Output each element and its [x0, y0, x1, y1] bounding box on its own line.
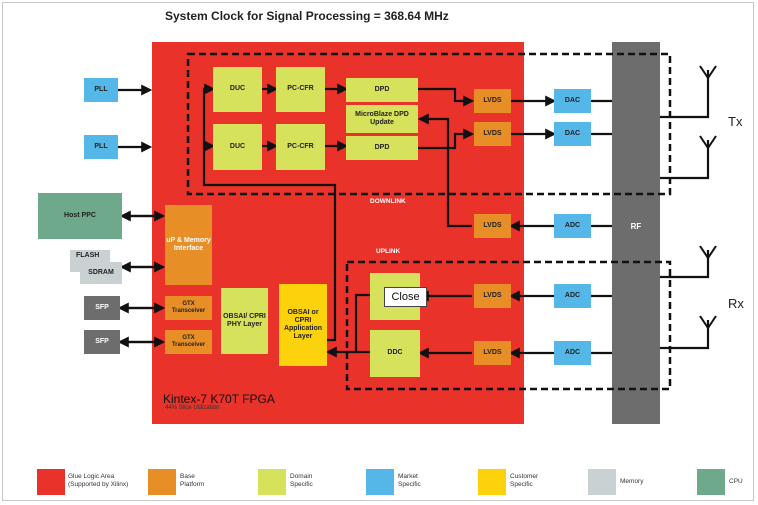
legend-swatch-customer: [478, 469, 506, 495]
dac-block-1: DAC: [554, 89, 591, 113]
gtx-transceiver-2: GTX Transceiver: [165, 330, 212, 354]
legend-label-domain: Domain Specific: [290, 473, 313, 489]
lvds-adc-1: LVDS: [474, 214, 511, 238]
legend-label-market: Market Specific: [398, 473, 421, 489]
dpd-block-1: DPD: [346, 78, 418, 102]
downlink-label: DOWNLINK: [370, 198, 406, 205]
legend-swatch-base: [148, 469, 176, 495]
legend-label-base: Base Platform: [180, 473, 205, 489]
sfp-block-1: SFP: [84, 296, 120, 320]
lvds-dac-2: LVDS: [474, 122, 511, 146]
legend-label-memory: Memory: [620, 478, 644, 485]
legend-label-glue: Glue Logic Area (Supported by Xilinx): [68, 473, 129, 489]
adc-block-2: ADC: [554, 284, 591, 308]
fpga-utilization: 44% Slice Utilization: [165, 405, 220, 411]
ddc-block-2: DDC: [370, 330, 420, 377]
legend-swatch-domain: [258, 469, 286, 495]
gtx-transceiver-1: GTX Transceiver: [165, 296, 212, 320]
sfp-block-2: SFP: [84, 330, 120, 354]
host-ppc-block: Host PPC: [38, 193, 122, 239]
microblaze-block: MicroBlaze DPD Update: [346, 105, 418, 133]
sdram-block: SDRAM: [80, 262, 122, 284]
dpd-block-2: DPD: [346, 136, 418, 160]
legend-swatch-glue: [37, 469, 65, 495]
adc-block-3: ADC: [554, 341, 591, 365]
rx-label: Rx: [728, 296, 744, 311]
legend-label-customer: Customer Specific: [510, 473, 539, 489]
pll-block-1: PLL: [84, 78, 118, 102]
up-memory-interface-block: uP & Memory Interface: [165, 205, 212, 285]
rf-label: RF: [630, 222, 642, 232]
duc-block-1: DUC: [213, 67, 262, 112]
dac-block-2: DAC: [554, 122, 591, 146]
diagram-title: System Clock for Signal Processing = 368…: [165, 9, 449, 23]
rf-block: [612, 42, 660, 424]
pccfr-block-2: PC-CFR: [276, 124, 325, 170]
tx-label: Tx: [728, 114, 743, 129]
legend-label-cpu: CPU: [729, 478, 743, 485]
lvds-adc-3: LVDS: [474, 341, 511, 365]
obsai-application-block: OBSAI or CPRI Application Layer: [279, 284, 327, 366]
adc-block-1: ADC: [554, 214, 591, 238]
legend-swatch-memory: [588, 469, 616, 495]
pccfr-block-1: PC-CFR: [276, 67, 325, 112]
uplink-label: UPLINK: [376, 248, 401, 255]
legend-swatch-cpu: [697, 469, 725, 495]
lvds-dac-1: LVDS: [474, 89, 511, 113]
obsai-phy-block: OBSAI/ CPRI PHY Layer: [221, 288, 268, 354]
close-tooltip[interactable]: Close: [384, 287, 427, 307]
duc-block-2: DUC: [213, 124, 262, 170]
lvds-adc-2: LVDS: [474, 284, 511, 308]
fpga-name: Kintex-7 K70T FPGA: [163, 392, 275, 406]
legend-swatch-market: [366, 469, 394, 495]
pll-block-2: PLL: [84, 135, 118, 159]
